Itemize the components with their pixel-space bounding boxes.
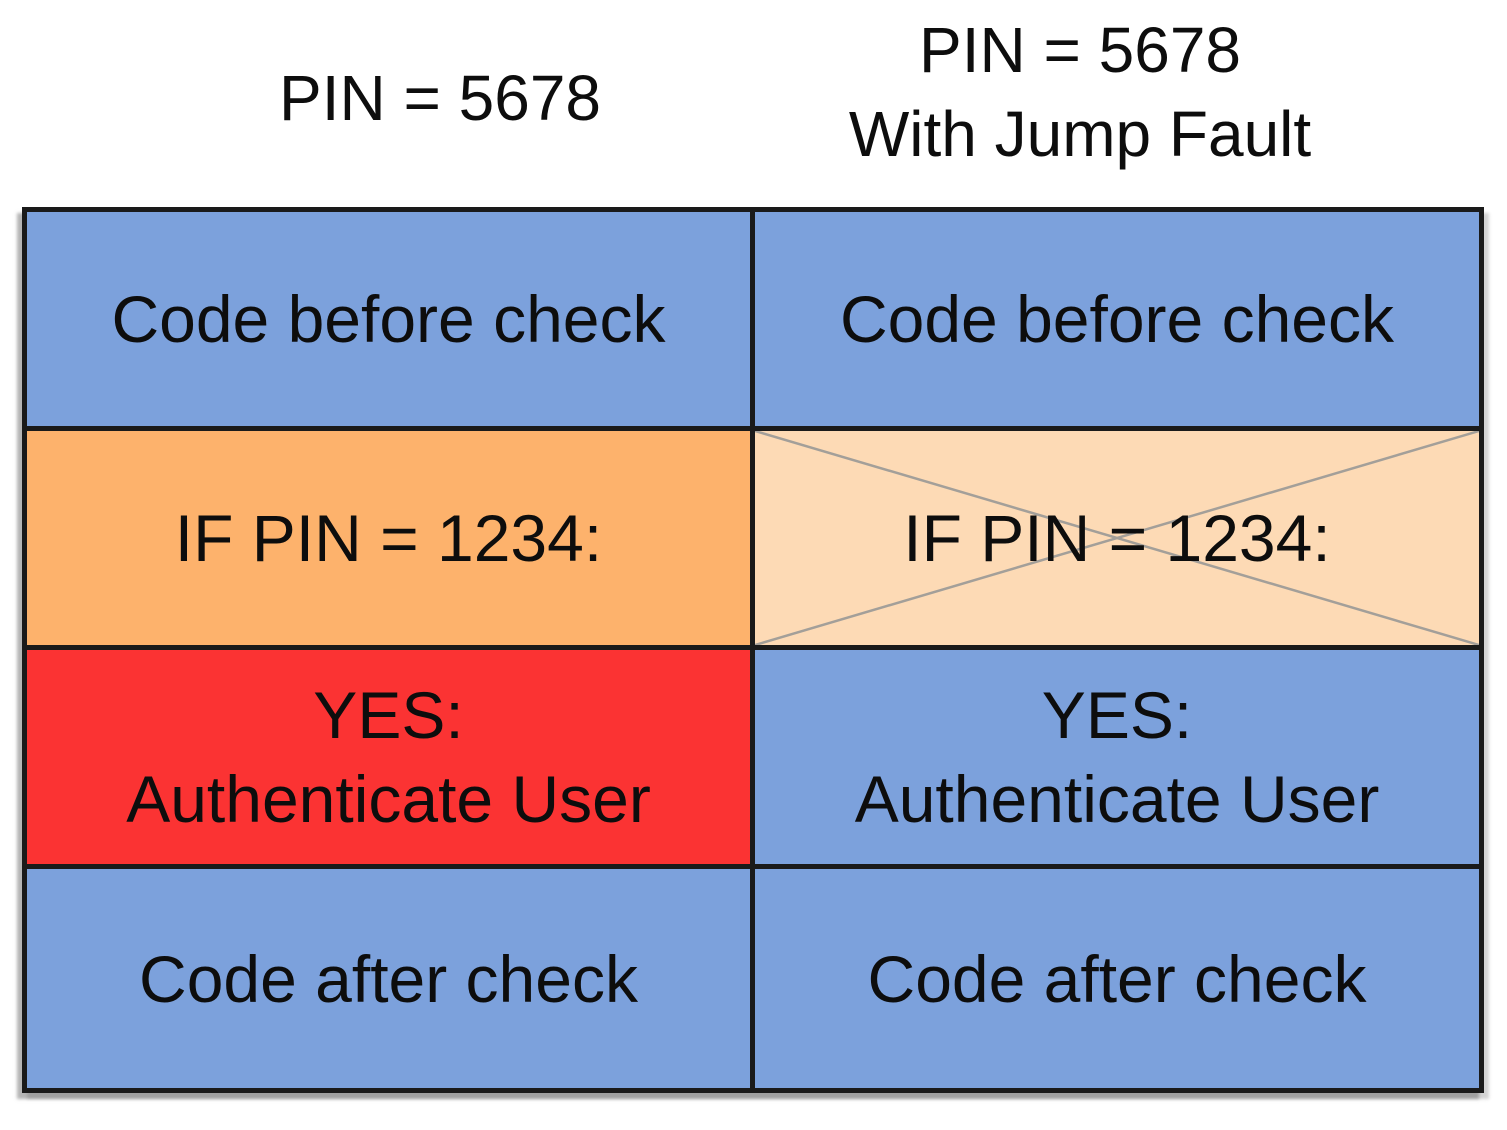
cell-label: IF PIN = 1234: — [174, 501, 603, 575]
cell-label: Code before check — [839, 282, 1394, 356]
cell-label: YES: Authenticate User — [854, 678, 1380, 836]
cell-label: Code after check — [139, 941, 638, 1016]
cell-right-authenticate-user: YES: Authenticate User — [755, 650, 1479, 869]
right-column-title-line1: PIN = 5678 — [919, 14, 1241, 86]
cross-out-icon — [755, 431, 1479, 645]
cell-right-code-after-check: Code after check — [755, 869, 1479, 1088]
right-column-title-line2: With Jump Fault — [848, 98, 1312, 170]
left-column-title: PIN = 5678 — [279, 62, 601, 134]
cell-label: IF PIN = 1234: — [903, 501, 1331, 575]
fault-comparison-diagram: Code before check Code before check IF P… — [22, 207, 1484, 1093]
cell-label: YES: Authenticate User — [126, 678, 651, 836]
cell-left-if-pin-check: IF PIN = 1234: — [27, 431, 755, 650]
cell-right-if-pin-check-skipped: IF PIN = 1234: — [755, 431, 1479, 650]
cell-left-code-after-check: Code after check — [27, 869, 755, 1088]
cell-left-authenticate-user: YES: Authenticate User — [27, 650, 755, 869]
cell-left-code-before-check: Code before check — [27, 212, 755, 431]
cell-label: Code before check — [111, 282, 666, 356]
cell-right-code-before-check: Code before check — [755, 212, 1479, 431]
cell-label: Code after check — [867, 941, 1367, 1016]
right-column-title: PIN = 5678 With Jump Fault — [747, 8, 1413, 176]
